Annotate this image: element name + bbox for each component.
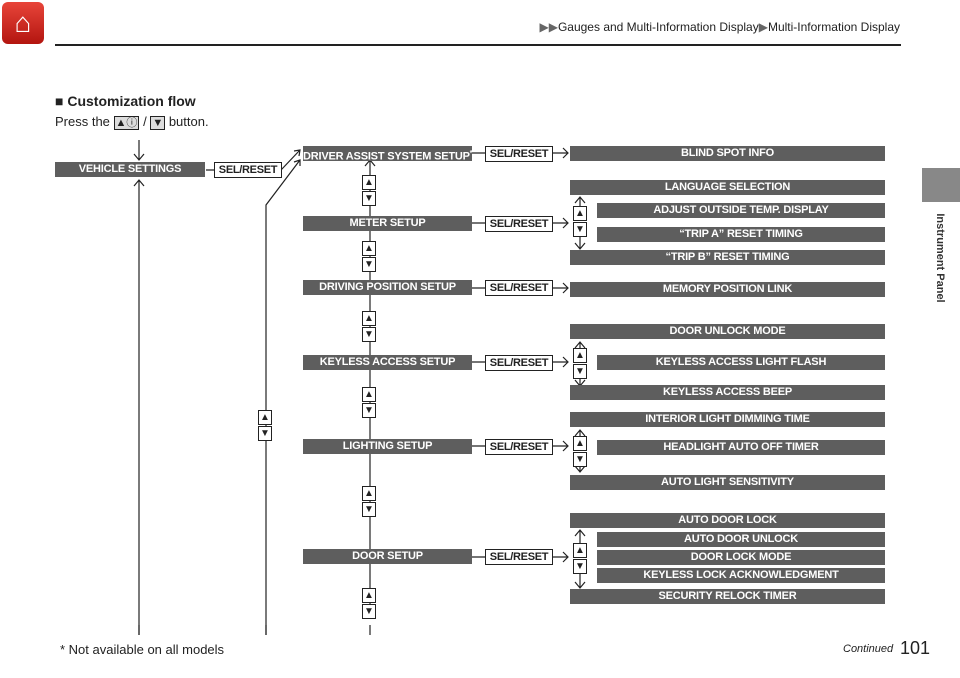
sel-reset-button: SEL/RESET	[214, 162, 282, 178]
item-security-relock-timer: SECURITY RELOCK TIMER	[570, 589, 885, 604]
up-down-buttons: ▲▼	[573, 206, 587, 237]
down-button: ▼	[150, 116, 166, 130]
item-keyless-beep: KEYLESS ACCESS BEEP	[570, 385, 885, 400]
menu-lighting: LIGHTING SETUP	[303, 439, 472, 454]
item-door-lock-mode: DOOR LOCK MODE	[597, 550, 885, 565]
vehicle-settings-box: VEHICLE SETTINGS	[55, 162, 205, 177]
up-down-buttons: ▲▼	[362, 486, 376, 517]
up-arrow-icon: ▲	[573, 348, 587, 363]
up-down-buttons: ▲▼	[573, 543, 587, 574]
down-arrow-icon: ▼	[573, 559, 587, 574]
down-arrow-icon: ▼	[362, 502, 376, 517]
up-arrow-icon: ▲	[258, 410, 272, 425]
menu-driving-position: DRIVING POSITION SETUP	[303, 280, 472, 295]
header-divider	[55, 44, 901, 46]
item-trip-b-reset: “TRIP B” RESET TIMING	[570, 250, 885, 265]
down-arrow-icon: ▼	[573, 222, 587, 237]
up-arrow-icon: ▲	[362, 387, 376, 402]
instruction: Press the ▲ⓘ / ▼ button.	[55, 114, 209, 130]
up-down-buttons: ▲▼	[362, 387, 376, 418]
item-trip-a-reset: “TRIP A” RESET TIMING	[597, 227, 885, 242]
footnote: * Not available on all models	[60, 642, 225, 657]
up-arrow-icon: ▲	[362, 311, 376, 326]
item-auto-door-lock: AUTO DOOR LOCK	[570, 513, 885, 528]
sel-reset-button: SEL/RESET	[485, 216, 553, 232]
item-blind-spot-info: BLIND SPOT INFO	[570, 146, 885, 161]
up-down-buttons: ▲▼	[573, 436, 587, 467]
continued-label: Continued	[843, 643, 894, 655]
menu-meter-setup: METER SETUP	[303, 216, 472, 231]
item-language-selection: LANGUAGE SELECTION	[570, 180, 885, 195]
breadcrumb-item[interactable]: Gauges and Multi-Information Display	[557, 20, 759, 34]
down-arrow-icon: ▼	[362, 604, 376, 619]
up-arrow-icon: ▲	[573, 543, 587, 558]
up-down-buttons: ▲▼	[362, 311, 376, 342]
sel-reset-button: SEL/RESET	[485, 549, 553, 565]
page-number: 101	[900, 638, 931, 658]
up-down-buttons: ▲▼	[258, 410, 272, 441]
sel-reset-button: SEL/RESET	[485, 280, 553, 296]
up-arrow-icon: ▲	[362, 588, 376, 603]
up-arrow-icon: ▲	[362, 241, 376, 256]
sel-reset-button: SEL/RESET	[485, 439, 553, 455]
item-memory-position-link: MEMORY POSITION LINK	[570, 282, 885, 297]
down-arrow-icon: ▼	[362, 257, 376, 272]
section-title: ■ Customization flow	[55, 93, 196, 109]
down-arrow-icon: ▼	[258, 426, 272, 441]
sel-reset-button: SEL/RESET	[485, 355, 553, 371]
item-door-unlock-mode: DOOR UNLOCK MODE	[570, 324, 885, 339]
down-arrow-icon: ▼	[573, 452, 587, 467]
down-arrow-icon: ▼	[362, 191, 376, 206]
item-auto-light-sensitivity: AUTO LIGHT SENSITIVITY	[570, 475, 885, 490]
breadcrumb: ▶▶Gauges and Multi-Information Display▶M…	[539, 20, 900, 34]
item-adjust-outside-temp: ADJUST OUTSIDE TEMP. DISPLAY	[597, 203, 885, 218]
item-keyless-light-flash: KEYLESS ACCESS LIGHT FLASH	[597, 355, 885, 370]
up-info-button: ▲ⓘ	[113, 116, 140, 130]
side-tab-marker	[922, 168, 960, 202]
up-arrow-icon: ▲	[362, 175, 376, 190]
up-down-buttons: ▲▼	[362, 588, 376, 619]
down-arrow-icon: ▼	[362, 327, 376, 342]
up-down-buttons: ▲▼	[362, 175, 376, 206]
up-down-buttons: ▲▼	[573, 348, 587, 379]
item-keyless-lock-ack: KEYLESS LOCK ACKNOWLEDGMENT	[597, 568, 885, 583]
up-arrow-icon: ▲	[362, 486, 376, 501]
up-arrow-icon: ▲	[573, 206, 587, 221]
home-icon[interactable]: ⌂	[2, 2, 44, 44]
menu-door-setup: DOOR SETUP	[303, 549, 472, 564]
item-interior-light-dimming: INTERIOR LIGHT DIMMING TIME	[570, 412, 885, 427]
item-auto-door-unlock: AUTO DOOR UNLOCK	[597, 532, 885, 547]
sel-reset-button: SEL/RESET	[485, 146, 553, 162]
down-arrow-icon: ▼	[573, 364, 587, 379]
up-arrow-icon: ▲	[573, 436, 587, 451]
down-arrow-icon: ▼	[362, 403, 376, 418]
menu-keyless-access: KEYLESS ACCESS SETUP	[303, 355, 472, 370]
item-headlight-auto-off: HEADLIGHT AUTO OFF TIMER	[597, 440, 885, 455]
breadcrumb-item[interactable]: Multi-Information Display	[767, 20, 900, 34]
up-down-buttons: ▲▼	[362, 241, 376, 272]
menu-driver-assist: DRIVER ASSIST SYSTEM SETUP*	[303, 146, 472, 163]
